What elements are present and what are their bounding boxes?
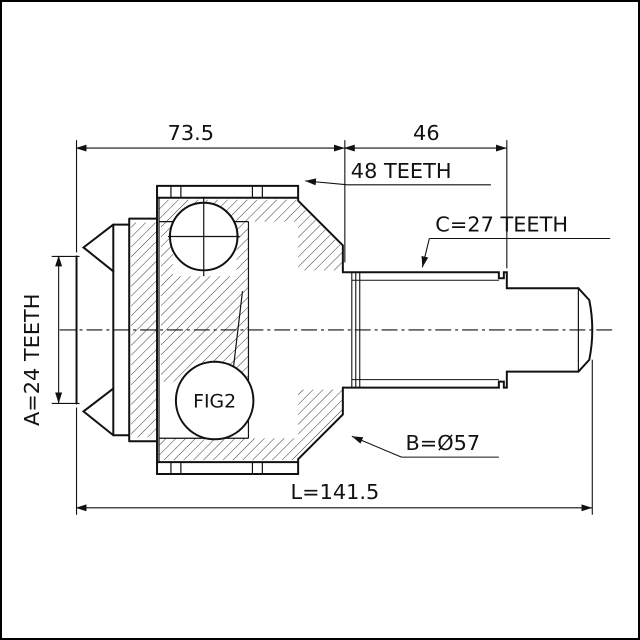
fig2-circle — [174, 360, 255, 441]
inner-spline-teeth-label: A=24 TEETH — [20, 294, 44, 426]
body-diameter-callout — [351, 435, 499, 458]
ball-crosshair — [167, 196, 240, 277]
length-extension-lines — [75, 359, 593, 515]
race-shoulder-left-hatch — [161, 221, 173, 277]
shaft-teeth-leader — [421, 238, 430, 268]
shaft-spline-detail — [351, 272, 499, 388]
shaft-bottom-profile — [341, 370, 580, 389]
boot-chevron-top — [81, 223, 115, 273]
outer-teeth-callout — [305, 178, 491, 186]
outer-teeth-leader — [305, 178, 348, 186]
housing-right-face — [297, 184, 344, 476]
housing-chamfer-bottom-hatch — [298, 389, 343, 458]
race-shoulder-right-hatch — [236, 221, 249, 277]
fig2-leader-line — [232, 291, 244, 367]
body-diameter-leader — [351, 435, 402, 458]
outer-race-bottom-hatch — [159, 438, 299, 461]
housing-bottom-edge — [156, 461, 300, 476]
overall-length-label: L=141.5 — [290, 480, 379, 504]
top-dimensions — [75, 140, 508, 269]
housing-top-edge — [156, 184, 300, 199]
shaft-top-profile — [341, 271, 580, 290]
shaft-spline-length-dimension-label: 46 — [413, 121, 440, 145]
shaft-teeth-callout — [421, 237, 611, 268]
fig2-balloon: FIG2 — [174, 291, 255, 441]
boot-chevron-bottom — [81, 387, 115, 437]
body-diameter-label: B=Ø57 — [405, 431, 480, 455]
top-extension-lines — [75, 140, 508, 269]
bearing-ball — [167, 196, 240, 277]
overall-length-dimension — [75, 359, 593, 515]
inner-spline-dimension — [51, 255, 80, 405]
housing-width-dimension-label: 73.5 — [168, 121, 214, 145]
outer-ring-teeth-label: 48 TEETH — [351, 159, 452, 183]
housing-chamfer-top-hatch — [298, 202, 343, 271]
shaft-spline-teeth-label: C=27 TEETH — [435, 213, 568, 237]
fig-number-label: FIG2 — [193, 390, 236, 412]
